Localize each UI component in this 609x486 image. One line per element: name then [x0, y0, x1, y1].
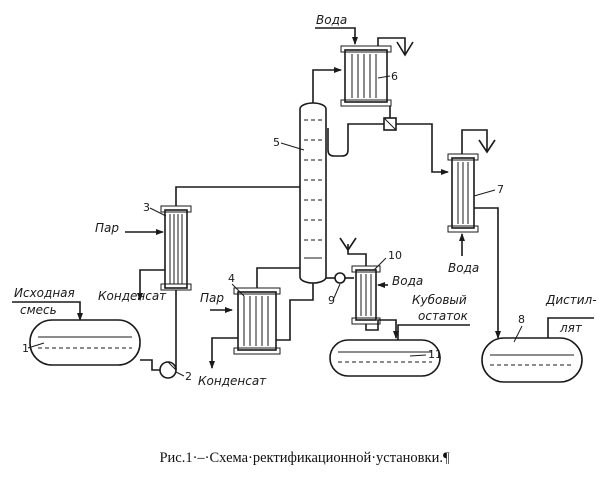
number-4: 4 — [228, 272, 235, 285]
distillate-label-line1: Дистил- — [545, 293, 597, 307]
feed-label-line2: смесь — [20, 303, 57, 317]
distillation-column-5: 5 — [273, 102, 327, 284]
condensate-from-reboiler: Конденсат — [198, 337, 267, 388]
feed-tank-1 — [29, 319, 141, 366]
reflux-and-distillate-lines — [327, 106, 449, 175]
distillate-line-to-tank8 — [474, 207, 501, 339]
steam-to-heater3: Пар — [95, 221, 164, 235]
number-11: 11 — [428, 348, 442, 361]
feed-line-to-column — [175, 186, 300, 206]
steam-label-left: Пар — [95, 221, 119, 235]
residue-line-to-tank11 — [365, 319, 399, 339]
water-to-cooler10: Вода — [377, 274, 423, 288]
feed-heater-3: 3 — [143, 201, 192, 291]
bottoms-valve-9: 9 — [326, 272, 354, 307]
distillate-cooler-7: 7 — [447, 153, 504, 233]
steam-label-lower: Пар — [200, 291, 224, 305]
residue-cooler-10: 10 — [351, 249, 402, 325]
cooling-water-to-condenser: Вода — [315, 13, 358, 45]
number-5: 5 — [273, 136, 280, 149]
reboiler-circulation — [256, 267, 314, 341]
label-1: 1 — [22, 342, 45, 355]
number-8: 8 — [518, 313, 525, 326]
reboiler-4: 4 — [228, 272, 281, 355]
water-label-cooler7: Вода — [448, 261, 479, 275]
water-outlet-funnel-7 — [461, 129, 496, 154]
feed-inlet — [12, 301, 83, 321]
number-1: 1 — [22, 342, 29, 355]
distillation-scheme-diagram: 1 Исходная смесь 2 3 Пар Конденсат — [12, 13, 597, 388]
residue-label-line2: остаток — [418, 309, 469, 323]
number-10: 10 — [388, 249, 402, 262]
number-3: 3 — [143, 201, 150, 214]
number-9: 9 — [328, 294, 335, 307]
distillate-tank-8: 8 — [481, 313, 583, 383]
cooling-water-to-cooler7: Вода — [448, 233, 479, 275]
distillate-label-line2: лят — [559, 321, 583, 335]
steam-to-reboiler: Пар — [200, 291, 233, 313]
condensate-label-lower: Конденсат — [198, 374, 267, 388]
condenser-6: 6 — [340, 45, 398, 107]
residue-tank-11: 11 — [329, 339, 442, 377]
residue-outlet: Кубовый остаток — [397, 293, 470, 340]
distillate-outlet: Дистил- лят — [545, 293, 597, 338]
water-label-cooler10: Вода — [392, 274, 423, 288]
number-2: 2 — [185, 370, 192, 383]
water-outlet-funnel-10 — [339, 237, 367, 266]
figure-caption: Рис.1·–·Схема·ректификационной·установки… — [159, 450, 450, 466]
feed-label-line1: Исходная — [14, 286, 75, 300]
number-6: 6 — [391, 70, 398, 83]
pump-2: 2 — [140, 359, 192, 383]
number-7: 7 — [497, 183, 504, 196]
water-outlet-funnel-6 — [377, 37, 414, 57]
residue-label-line1: Кубовый — [412, 293, 467, 307]
condensate-from-heater3: Конденсат — [98, 269, 167, 303]
condensate-label-left: Конденсат — [98, 289, 167, 303]
vapor-line-to-condenser — [312, 67, 342, 103]
water-label-top: Вода — [316, 13, 347, 27]
